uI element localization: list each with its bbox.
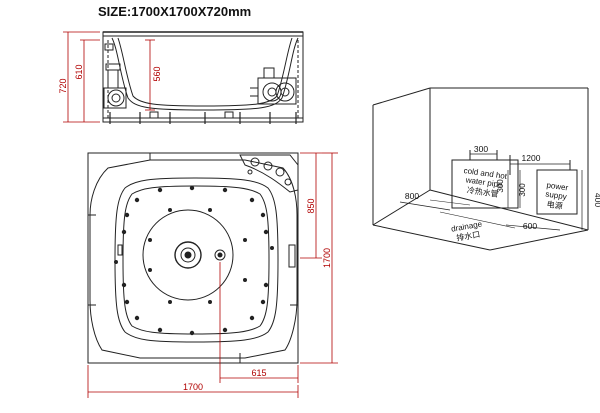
jet: [134, 315, 140, 321]
jet: [157, 327, 163, 333]
pump-motor-right: [250, 67, 297, 105]
jet: [270, 246, 274, 250]
water-pipe-label: cold and hot water pipe 冷热水管: [463, 166, 508, 199]
top-view: [87, 152, 299, 364]
power-label: power suppy 电源: [545, 181, 569, 211]
dim-offset-right: 850: [306, 198, 316, 213]
side-view-dimensions: [63, 31, 155, 123]
jet: [260, 299, 266, 305]
dim-inner-depth: 560: [152, 66, 162, 81]
drawing-title: SIZE:1700X1700X720mm: [98, 4, 251, 19]
pump-motor-left: [103, 63, 127, 109]
jet: [114, 260, 118, 264]
install-view: [372, 87, 589, 251]
jet: [243, 238, 247, 242]
install-dim-right-height: 400: [593, 193, 600, 207]
install-dim-top-a: 300: [474, 144, 488, 154]
jets: [114, 185, 274, 336]
svg-text:power: power: [546, 181, 569, 193]
dim-total-height: 720: [58, 78, 68, 93]
svg-text:排水口: 排水口: [456, 229, 481, 243]
jet: [208, 300, 212, 304]
jet: [168, 208, 172, 212]
install-dim-top-b: 1200: [522, 153, 541, 163]
water-pipe-box: [451, 159, 519, 209]
install-dim-bottom-width: 600: [523, 221, 537, 231]
dim-width: 1700: [183, 382, 203, 392]
dim-body-height: 610: [74, 64, 84, 79]
svg-text:冷热水管: 冷热水管: [466, 185, 499, 199]
jet: [208, 208, 212, 212]
jet: [121, 282, 127, 288]
control-panel: [239, 154, 299, 193]
jet: [168, 300, 172, 304]
jet: [222, 187, 228, 193]
jet: [148, 238, 152, 242]
dim-offset-bottom: 615: [251, 368, 266, 378]
jet: [249, 315, 255, 321]
svg-text:suppy: suppy: [545, 189, 567, 201]
jet: [124, 299, 130, 305]
jet: [263, 229, 269, 235]
drainage-label: drainage 排水口: [450, 219, 483, 243]
install-dim-left-depth: 800: [405, 191, 419, 201]
jet: [157, 187, 163, 193]
dim-depth: 1700: [322, 248, 332, 268]
jet: [134, 197, 140, 203]
install-dimensions: [399, 153, 583, 231]
side-view: [102, 31, 304, 124]
top-view-dimensions: [87, 152, 338, 398]
jet: [243, 278, 247, 282]
power-box: [536, 169, 578, 215]
jet: [189, 185, 195, 191]
jet: [249, 197, 255, 203]
center-drain: [174, 241, 202, 269]
jet: [222, 327, 228, 333]
jet: [121, 229, 127, 235]
jet: [260, 212, 266, 218]
jet: [189, 330, 195, 336]
jet: [124, 212, 130, 218]
jet: [148, 268, 152, 272]
jet: [263, 282, 269, 288]
svg-text:电源: 电源: [546, 199, 563, 211]
install-dim-mid-b: 300: [518, 183, 527, 197]
install-dim-mid-a: 300: [496, 179, 505, 193]
